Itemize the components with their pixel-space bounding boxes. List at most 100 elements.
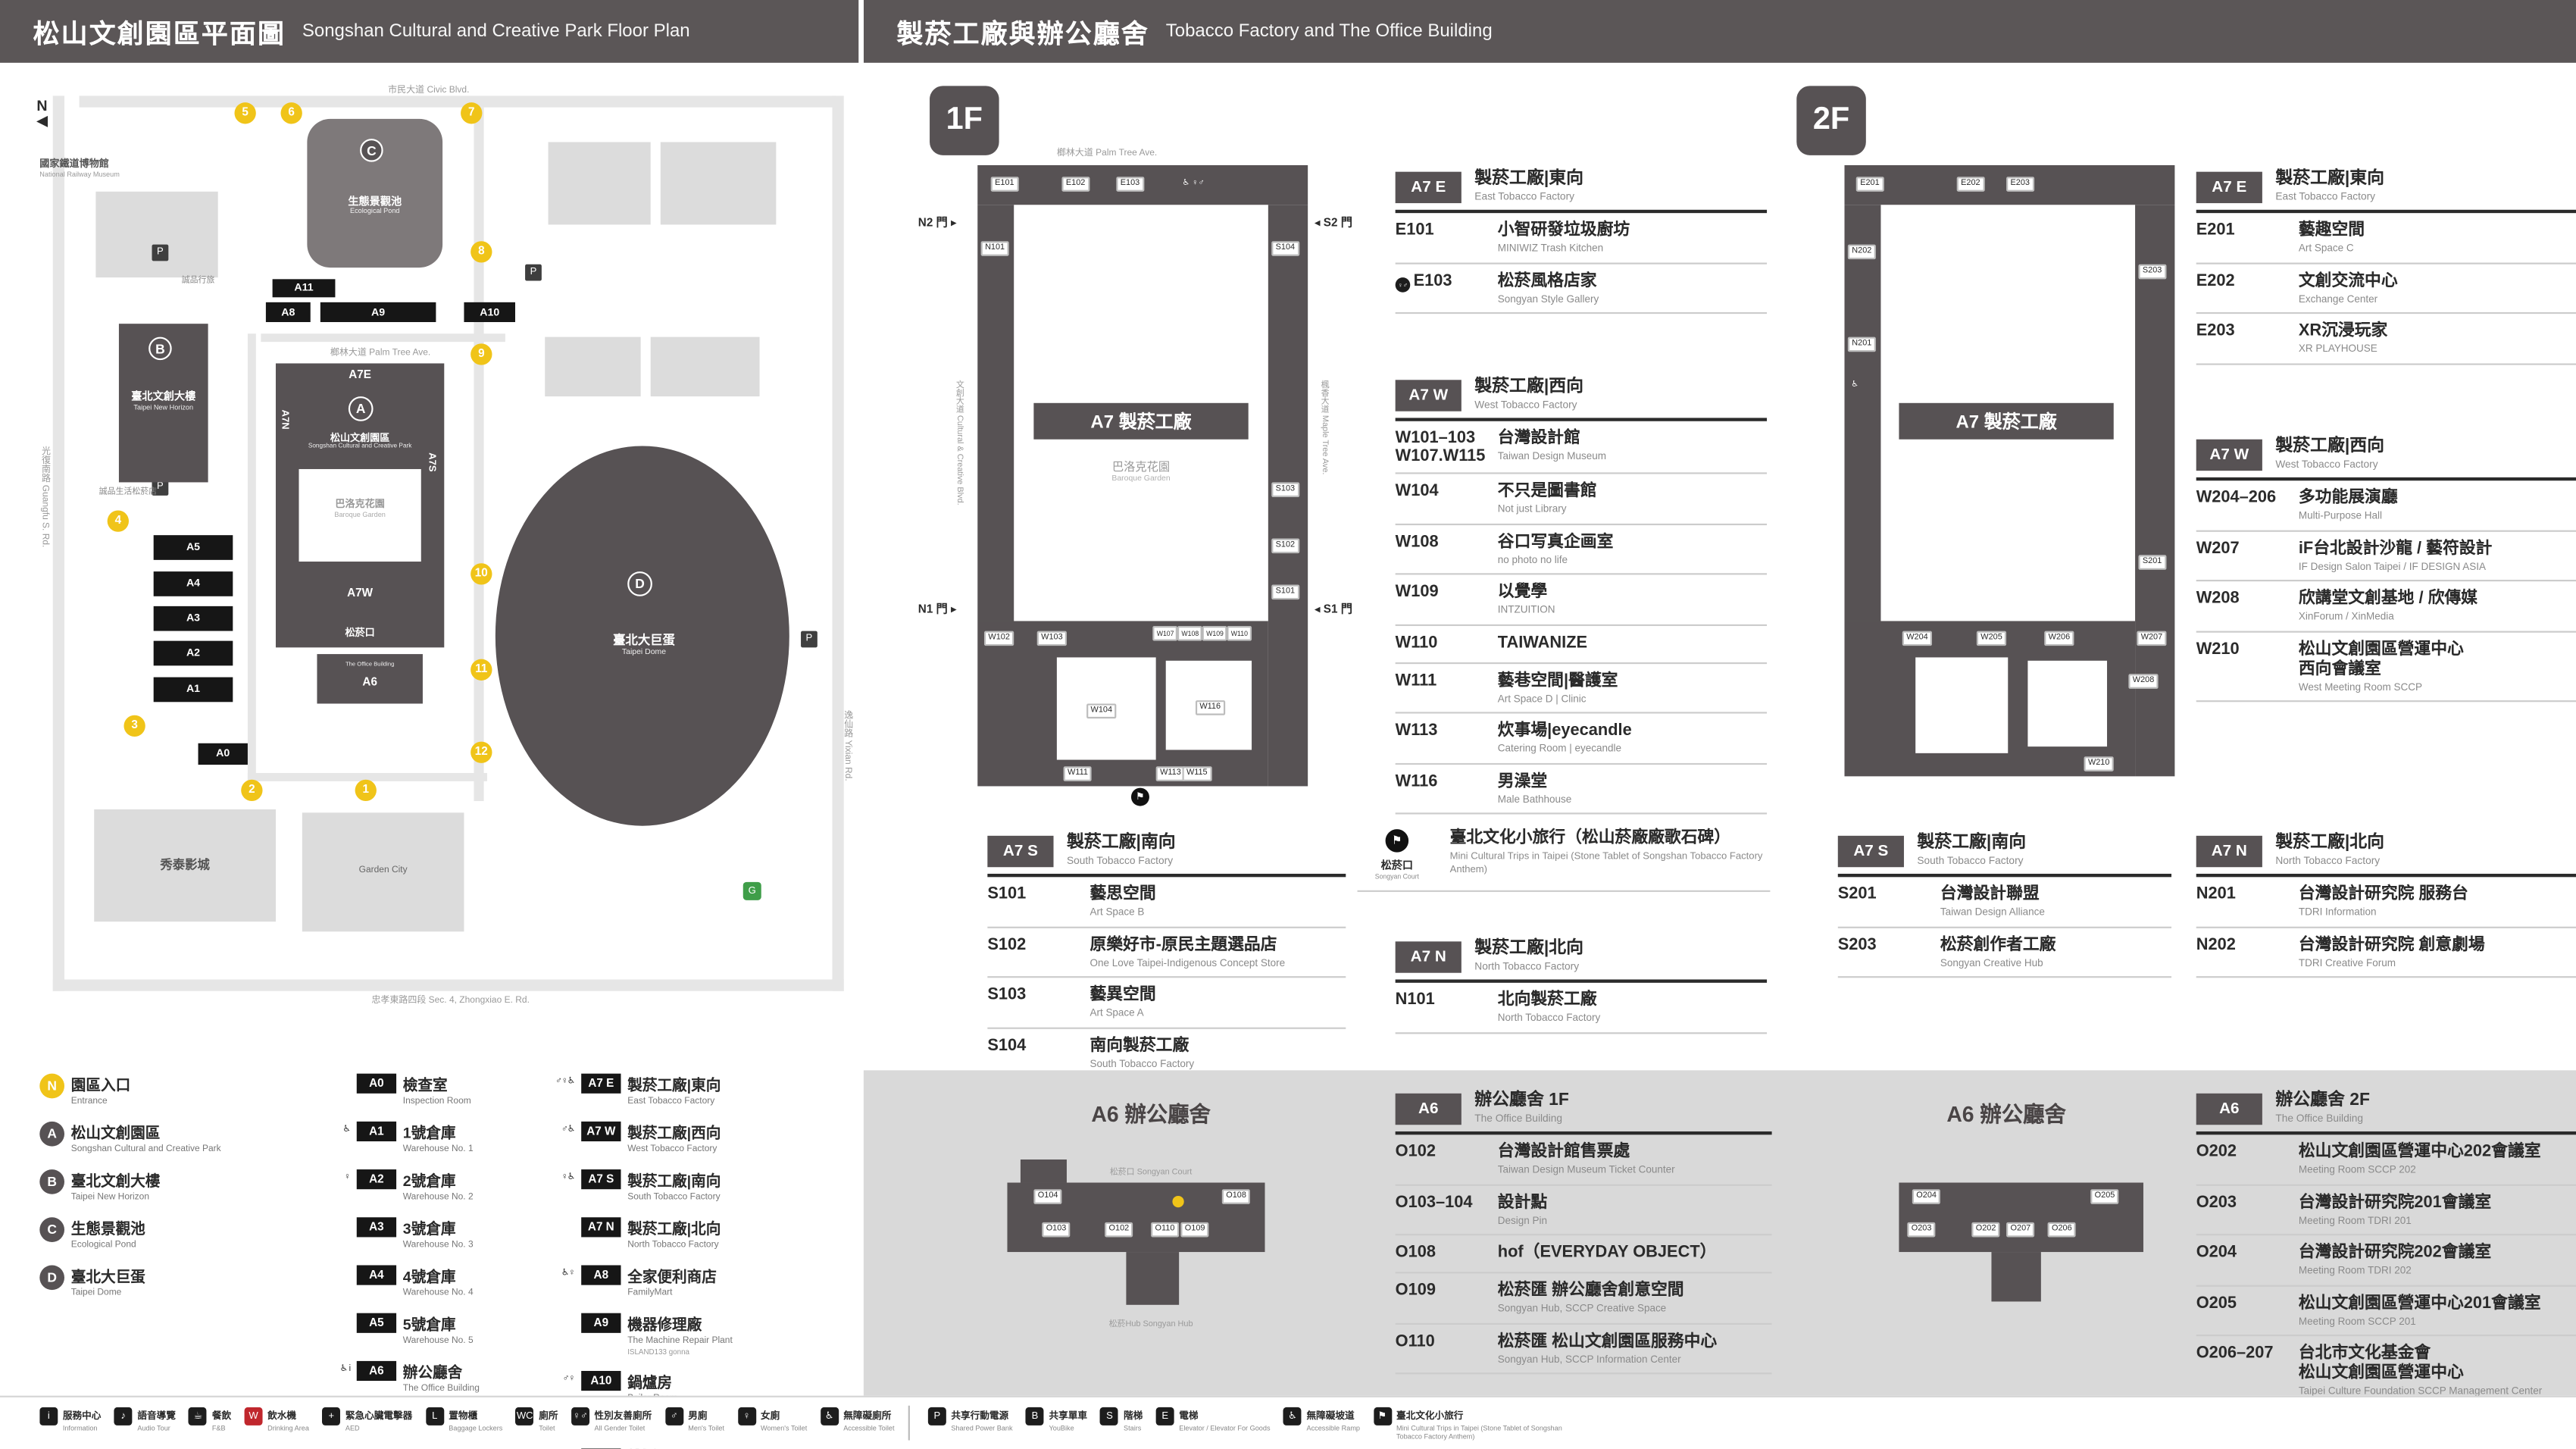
facility-icons [317, 1313, 350, 1316]
room-code: O204 [2196, 1244, 2237, 1263]
gate-3: 3 [123, 715, 145, 737]
d-pin: D [627, 571, 652, 596]
facility-icon: S [1100, 1407, 1119, 1426]
room-code: O109 [1395, 1282, 1436, 1300]
room-e203: E203 [2006, 177, 2034, 192]
room-w210: W210 [2084, 756, 2114, 771]
gate-8: 8 [470, 241, 492, 263]
room-code: S103 [987, 986, 1027, 1005]
facility-icon: i [39, 1407, 58, 1426]
building-block-ne1 [548, 142, 651, 225]
legend-badge: A7 E [581, 1073, 621, 1094]
plan1f-center-label: A7 製菸工廠 [1033, 402, 1249, 440]
facility-icon: L [425, 1407, 444, 1426]
building-bar-a8: A8 [265, 302, 311, 323]
legend-badge: A6 [356, 1360, 397, 1382]
section-badge: A7 W [1395, 380, 1462, 412]
room-text: hof（EVERYDAY OBJECT） [1497, 1244, 1717, 1263]
facility-icons: ♂♀ [562, 1374, 576, 1385]
room-w204: W204 [1902, 631, 1933, 646]
plan2f-left-wing [1844, 205, 1881, 621]
street-label-left: 光復南路 Guangfu S. Rd. [39, 446, 50, 548]
legend-badge: A7 N [581, 1217, 621, 1238]
room-w108: W108 [1177, 626, 1203, 641]
room-w205: W205 [1976, 631, 2007, 646]
room-e101: E101 [990, 177, 1019, 192]
legend-badge: A0 [356, 1073, 397, 1094]
facility-icon: B [1026, 1407, 1044, 1426]
facility-icon: ♿ [820, 1407, 839, 1426]
room-w104: W104 [1086, 703, 1117, 719]
gate-2: 2 [241, 779, 263, 802]
facility-icons: ♂♀♿ [555, 1077, 576, 1088]
facility-icons [317, 1074, 350, 1077]
section-zh: 製菸工廠|東向 [1474, 168, 1583, 189]
facility-icon: ♿ [1283, 1407, 1302, 1426]
gate-5: 5 [234, 102, 256, 124]
room-code: W109 [1395, 583, 1439, 602]
road-right [832, 95, 844, 991]
facility-icon: ♀ [737, 1407, 756, 1426]
section-badge: A6 [2196, 1093, 2262, 1125]
a6-plan1-marker-icon [1172, 1195, 1184, 1208]
room-code: W111 [1395, 671, 1437, 690]
facility-icons [317, 1265, 350, 1268]
baroque-zh: 巴洛克花園 [335, 500, 385, 511]
a-pin: A [348, 396, 374, 421]
map-a7s-label: A7S [426, 452, 436, 472]
room-code: O203 [2196, 1193, 2237, 1212]
facility-icons: ♀♿ [561, 1172, 576, 1183]
room-e201: E201 [1855, 177, 1884, 192]
section-en: North Tobacco Factory [1474, 961, 1580, 973]
road-bottom [52, 979, 844, 991]
dome-zh: 臺北大巨蛋 [613, 632, 675, 648]
street-label-bottom: 忠孝東路四段 Sec. 4, Zhongxiao E. Rd. [371, 996, 530, 1006]
road-palm [261, 333, 505, 343]
road-left [52, 95, 65, 991]
legend-badge: A3 [356, 1217, 397, 1238]
section-en: West Tobacco Factory [1474, 399, 1577, 412]
facility-icons: ♀ [344, 1172, 351, 1183]
